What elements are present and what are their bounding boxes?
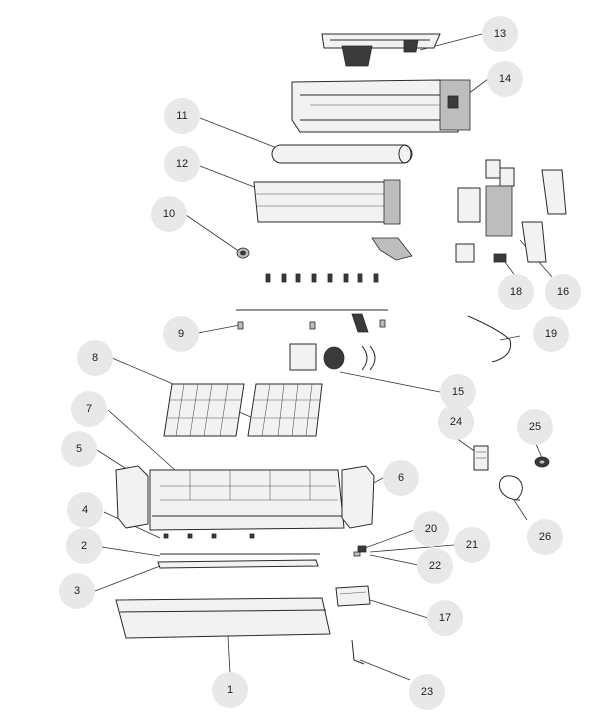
leader-26	[513, 499, 528, 521]
leader-11	[199, 117, 283, 151]
leader-5	[96, 449, 126, 469]
svg-text:4: 4	[82, 504, 88, 516]
leader-17	[369, 599, 429, 619]
svg-text:18: 18	[510, 286, 522, 298]
callout-24: 24	[438, 404, 474, 440]
callout-8: 8	[77, 340, 113, 376]
callout-4: 4	[67, 492, 103, 528]
callout-7: 7	[71, 391, 107, 427]
svg-text:3: 3	[74, 585, 80, 597]
callout-19: 19	[533, 316, 569, 352]
callout-11: 11	[164, 98, 200, 134]
part-24-remote	[473, 445, 489, 471]
leader-21	[369, 544, 455, 553]
leader-10	[185, 214, 241, 253]
leader-12	[199, 165, 263, 191]
leader-7	[107, 409, 176, 471]
callout-10: 10	[151, 196, 187, 232]
part-11-tube-foam	[271, 144, 413, 164]
leader-lines	[94, 33, 553, 681]
part-9-rail	[236, 309, 388, 333]
svg-text:1: 1	[227, 684, 233, 696]
part-15-fan-motor	[289, 343, 376, 371]
leader-1	[227, 635, 231, 675]
callout-25: 25	[517, 409, 553, 445]
leader-25	[535, 443, 543, 459]
leader-9	[197, 324, 241, 334]
part-5-left-cap	[115, 465, 149, 529]
svg-text:6: 6	[398, 472, 404, 484]
part-20-22-sensors	[353, 545, 367, 557]
svg-text:12: 12	[176, 158, 188, 170]
part-14-chassis	[291, 79, 471, 133]
callout-26: 26	[527, 519, 563, 555]
svg-text:2: 2	[81, 540, 87, 552]
callout-17: 17	[427, 600, 463, 636]
callout-22: 22	[417, 548, 453, 584]
svg-text:11: 11	[176, 110, 187, 122]
leader-3	[94, 565, 161, 592]
callout-1: 1	[212, 672, 248, 708]
callout-2: 2	[66, 528, 102, 564]
svg-text:13: 13	[494, 28, 506, 40]
leader-22	[369, 554, 419, 566]
part-4-clips	[163, 533, 255, 539]
callout-21: 21	[454, 527, 490, 563]
svg-text:26: 26	[539, 531, 551, 543]
part-26-cable	[498, 475, 523, 501]
part-8-air-filters	[163, 383, 323, 437]
svg-text:21: 21	[466, 539, 478, 551]
svg-text:17: 17	[439, 612, 451, 624]
part-16-control-box	[455, 159, 567, 263]
svg-text:15: 15	[452, 386, 464, 398]
part-25-grommet	[534, 456, 550, 468]
callout-13: 13	[482, 16, 518, 52]
part-18-terminal	[493, 253, 507, 263]
callout-20: 20	[413, 511, 449, 547]
part-19-drain-hose	[467, 315, 512, 363]
svg-text:9: 9	[178, 328, 184, 340]
clip-row	[265, 273, 379, 283]
part-3-louvre	[157, 559, 319, 569]
part-13-mounting-plate	[321, 33, 441, 67]
svg-text:25: 25	[529, 421, 541, 433]
svg-text:7: 7	[86, 403, 92, 415]
callout-6: 6	[383, 460, 419, 496]
callout-9: 9	[163, 316, 199, 352]
part-7-front-frame	[149, 469, 345, 531]
callout-14: 14	[487, 61, 523, 97]
callout-5: 5	[61, 431, 97, 467]
leader-2	[101, 546, 161, 557]
svg-text:19: 19	[545, 328, 557, 340]
svg-text:5: 5	[76, 443, 82, 455]
svg-text:20: 20	[425, 523, 437, 535]
svg-text:10: 10	[163, 208, 175, 220]
leader-20	[364, 529, 415, 549]
callout-15: 15	[440, 374, 476, 410]
leader-15	[339, 371, 441, 393]
pipe-bracket	[371, 237, 413, 261]
leader-19	[499, 335, 521, 341]
svg-text:8: 8	[92, 352, 98, 364]
part-6-right-cap	[341, 465, 375, 529]
part-23-wire	[351, 639, 365, 665]
part-12-evaporator	[253, 179, 401, 225]
svg-text:23: 23	[421, 686, 433, 698]
callout-18: 18	[498, 274, 534, 310]
callout-3: 3	[59, 573, 95, 609]
svg-text:24: 24	[450, 416, 462, 428]
part-1-front-cover	[115, 597, 331, 639]
part-17-display-board	[335, 585, 371, 607]
svg-text:22: 22	[429, 560, 441, 572]
callout-12: 12	[164, 146, 200, 182]
callout-23: 23	[409, 674, 445, 710]
svg-text:16: 16	[557, 286, 569, 298]
leader-23	[359, 659, 411, 681]
svg-text:14: 14	[499, 73, 511, 85]
part-10-bearing	[236, 247, 250, 259]
callout-16: 16	[545, 274, 581, 310]
